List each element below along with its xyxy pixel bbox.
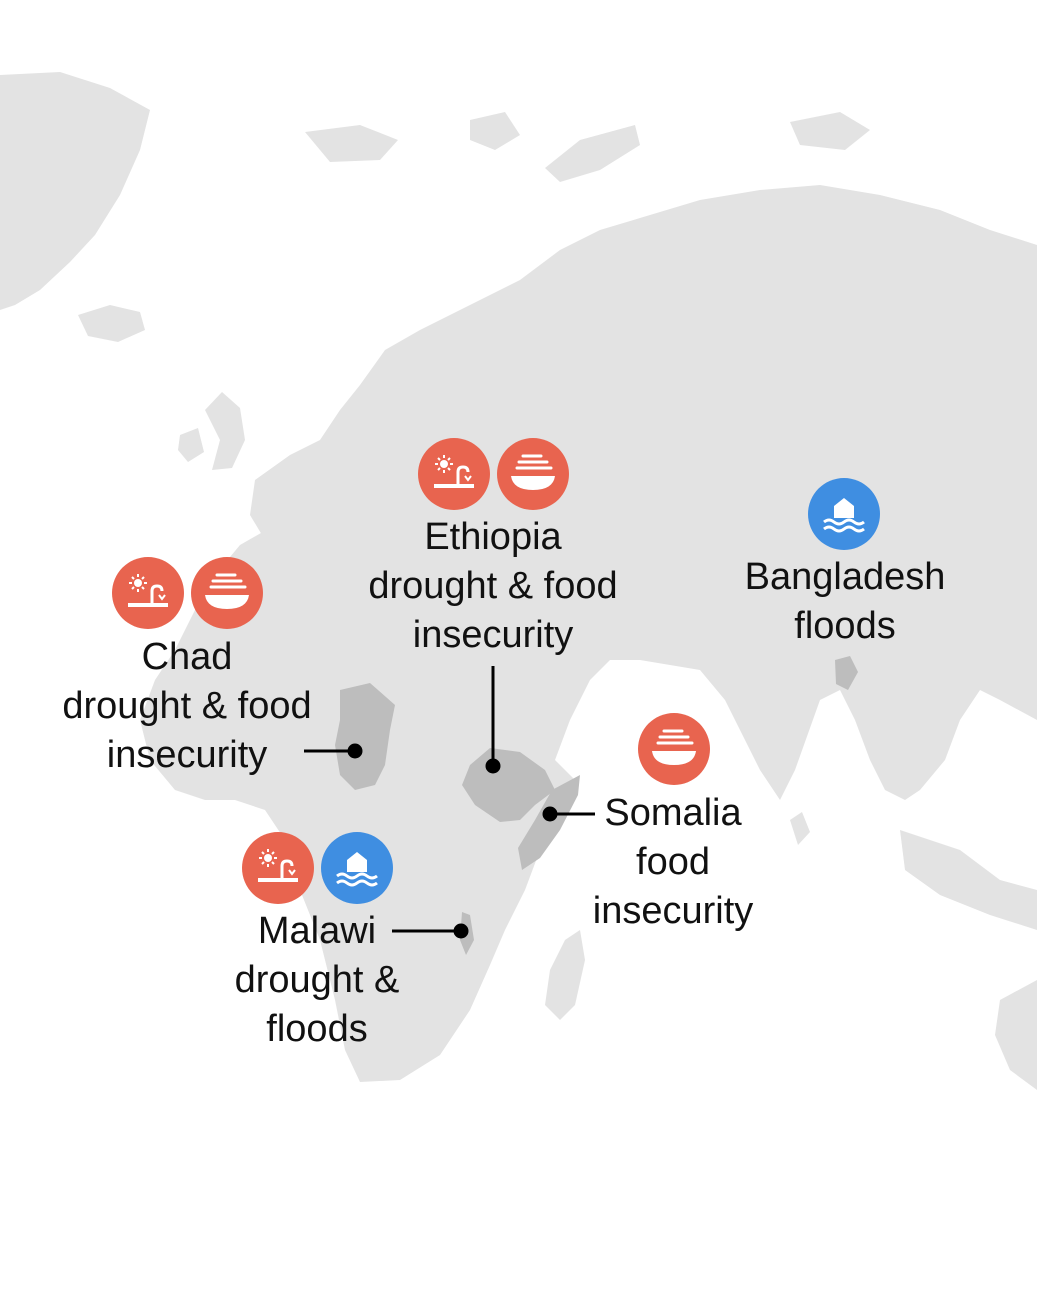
ethiopia-label-line-1: Ethiopia — [424, 516, 562, 558]
australia-land — [995, 980, 1037, 1090]
chad-dot — [347, 743, 363, 759]
malawi-label-line-3: floods — [266, 1008, 368, 1050]
severnaya-land — [790, 112, 870, 150]
malawi-label-line-2: drought & — [234, 959, 400, 1001]
malawi-drought-icon — [242, 832, 314, 904]
chad-label-line-1: Chad — [141, 636, 233, 678]
malawi-label: Malawi drought & floods — [212, 907, 422, 1054]
novaya-zemlya-land — [545, 125, 640, 182]
greenland-land — [0, 72, 150, 310]
somalia-label-line-1: Somalia — [604, 792, 742, 834]
somalia-label-line-2: food — [636, 841, 710, 883]
chad-drought-icon — [112, 557, 184, 629]
somalia-shape — [518, 775, 580, 870]
malawi-label-line-1: Malawi — [257, 910, 377, 952]
somalia-label-line-3: insecurity — [592, 890, 754, 932]
ethiopia-label: Ethiopia drought & food insecurity — [343, 513, 643, 660]
ethiopia-label-line-2: drought & food — [368, 565, 618, 607]
ethiopia-shape — [462, 748, 555, 822]
indonesia-land — [900, 830, 1037, 930]
somalia-dot — [542, 806, 558, 822]
arctic-islands-land — [305, 125, 398, 162]
bangladesh-shape — [835, 656, 858, 690]
bangladesh-label-line-2: floods — [794, 605, 896, 647]
chad-food-bowl-icon — [191, 557, 263, 629]
ethiopia-drought-icon — [418, 438, 490, 510]
japan-land — [1020, 400, 1037, 520]
ireland-land — [178, 428, 204, 462]
somalia-food-bowl-icon — [638, 713, 710, 785]
ethiopia-label-line-3: insecurity — [412, 614, 574, 656]
ethiopia-dot — [485, 758, 501, 774]
malawi-flood-house-icon — [321, 832, 393, 904]
somalia-label: Somalia food insecurity — [568, 789, 778, 936]
sri-lanka-land — [790, 812, 810, 845]
british-isles-land — [205, 392, 245, 470]
bangladesh-label: Bangladesh floods — [725, 553, 965, 651]
chad-label: Chad drought & food insecurity — [37, 633, 337, 780]
chad-label-line-3: insecurity — [106, 734, 268, 776]
madagascar-land — [545, 930, 585, 1020]
bangladesh-label-line-1: Bangladesh — [744, 556, 946, 598]
chad-shape — [335, 683, 395, 790]
svalbard-land — [470, 112, 520, 150]
leader-lines — [304, 666, 595, 939]
chad-label-line-2: drought & food — [62, 685, 312, 727]
bangladesh-flood-house-icon — [808, 478, 880, 550]
iceland-land — [78, 305, 145, 342]
ethiopia-food-bowl-icon — [497, 438, 569, 510]
malawi-dot — [453, 923, 469, 939]
highlighted-countries — [335, 656, 858, 955]
